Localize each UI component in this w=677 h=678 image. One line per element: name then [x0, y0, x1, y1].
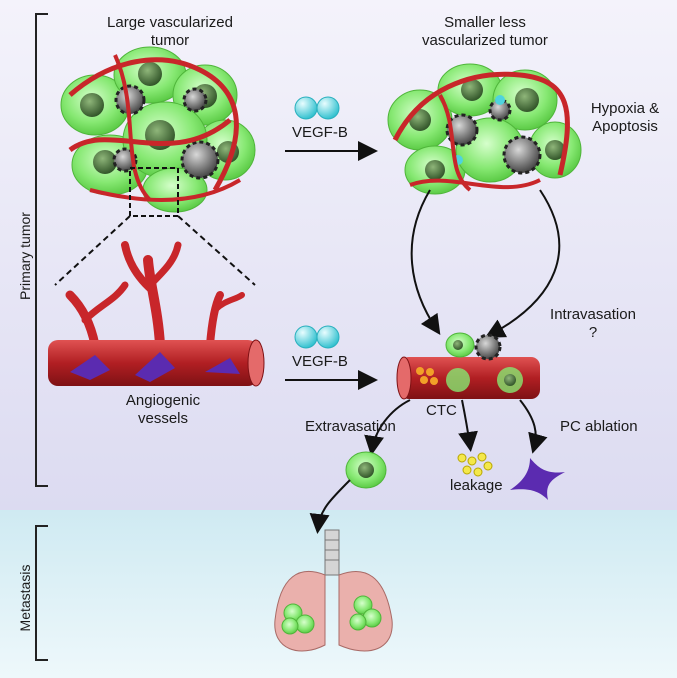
lungs	[274, 529, 393, 652]
primary-tumor-label: Primary tumor	[17, 212, 33, 300]
ctc-vessel	[396, 332, 540, 400]
extravasation-label: Extravasation	[305, 418, 396, 435]
large-tumor-cluster	[60, 46, 256, 217]
leakage-label: leakage	[450, 477, 503, 494]
metastasis-bracket	[35, 525, 48, 661]
vegfb-top-molecule	[294, 96, 340, 120]
vegfb-top-label: VEGF-B	[292, 124, 348, 141]
leakage-dots	[457, 452, 493, 477]
arrow-curve-right	[484, 189, 561, 338]
arrow-metastasis	[309, 479, 351, 534]
arrow-curve-left	[410, 189, 441, 335]
pericyte	[510, 458, 565, 500]
arrow-pc-ablation	[519, 399, 548, 454]
small-tumor-cluster	[387, 63, 582, 195]
extravasated-cell	[345, 451, 387, 489]
primary-tumor-bracket	[35, 13, 48, 487]
small-tumor-label: Smaller less vascularized tumor	[422, 14, 548, 49]
vegfb-bottom-label: VEGF-B	[292, 353, 348, 370]
arrow-extravasation	[364, 399, 411, 456]
large-tumor-label: Large vascularized tumor	[107, 14, 233, 49]
intravasation-label: Intravasation ?	[550, 306, 636, 341]
hypoxia-label: Hypoxia & Apoptosis	[590, 100, 660, 135]
vegfb-bottom-molecule	[294, 325, 340, 349]
metastasis-label: Metastasis	[17, 564, 33, 632]
angiogenic-vessels	[48, 241, 265, 387]
angiogenic-label: Angiogenic vessels	[125, 392, 201, 427]
zoom-line-right	[177, 215, 256, 286]
arrow-leakage	[458, 399, 478, 452]
zoom-line-left	[54, 215, 131, 286]
ctc-label: CTC	[426, 402, 457, 419]
pc-ablation-label: PC ablation	[560, 418, 638, 435]
